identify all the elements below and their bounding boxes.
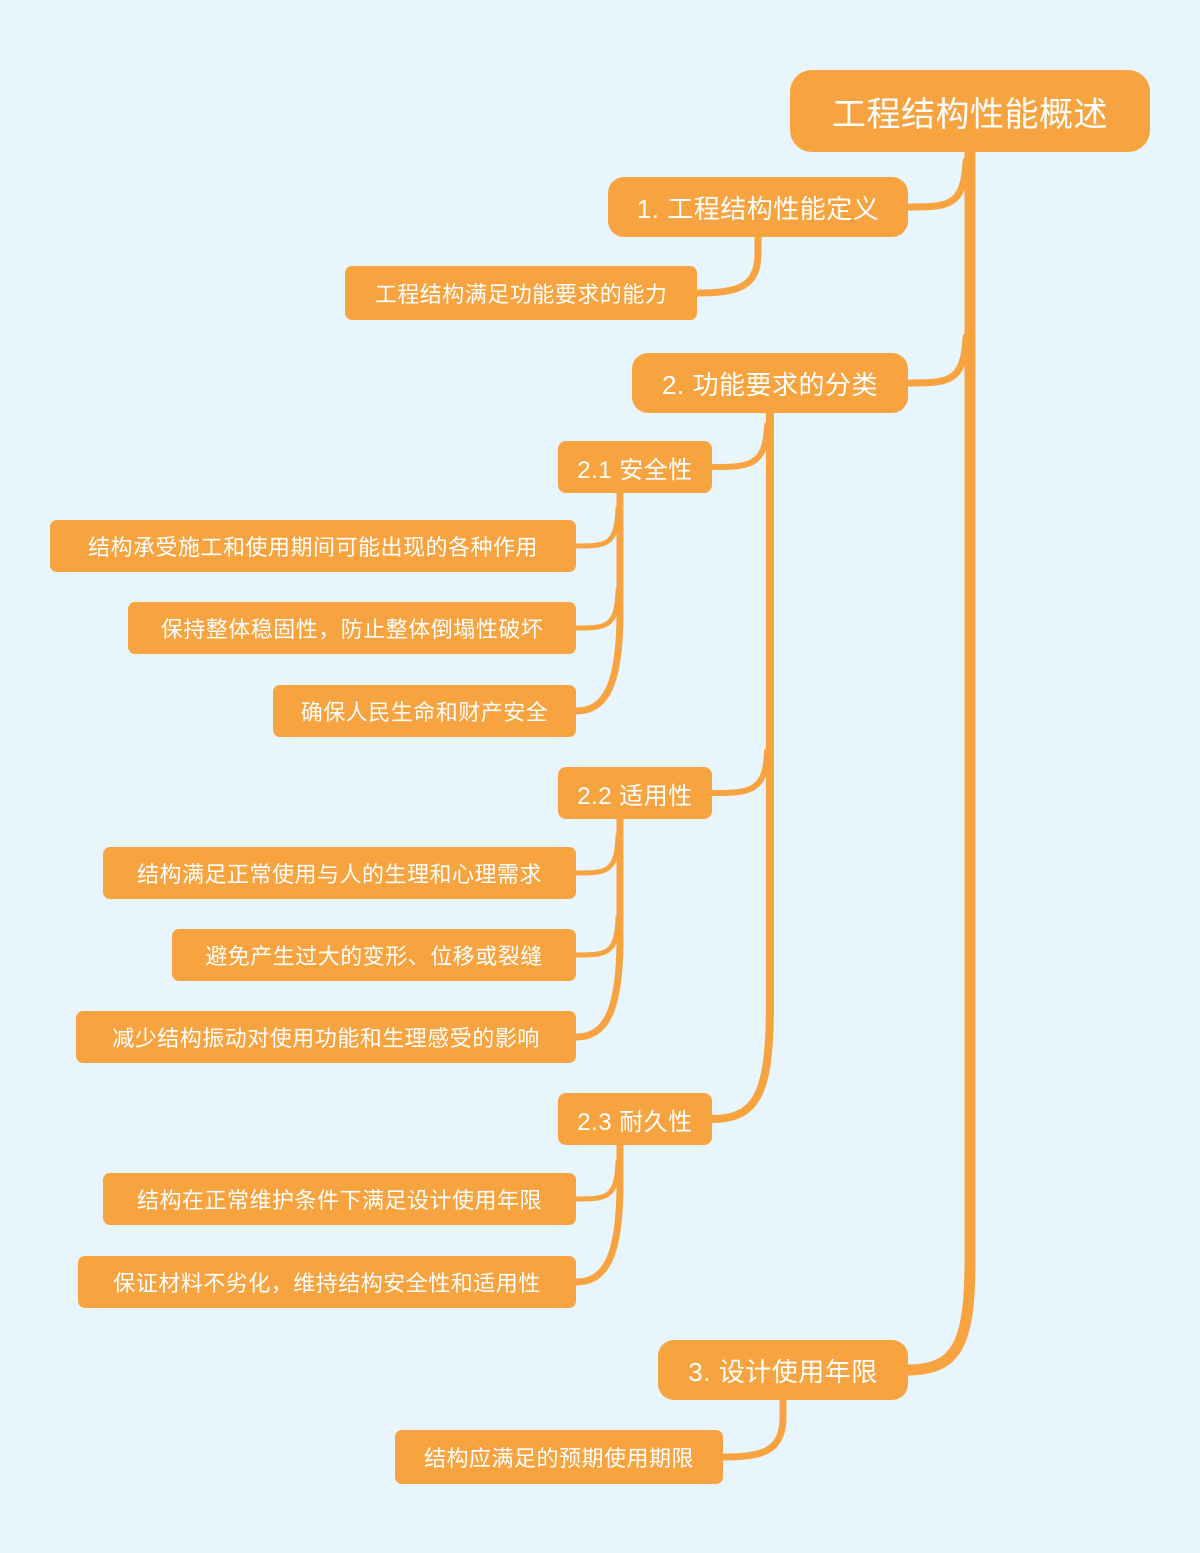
connector-edge — [719, 1396, 787, 1461]
connector-edge — [572, 489, 624, 715]
connector-edge — [572, 1141, 624, 1286]
leaf-结构满足正常使用与人的生理和心理需求[interactable]: 结构满足正常使用与人的生理和心理需求 — [103, 847, 576, 899]
root-node[interactable]: 工程结构性能概述 — [790, 70, 1150, 152]
leaf-结构应满足的预期使用期限[interactable]: 结构应满足的预期使用期限 — [395, 1430, 723, 1484]
connector-edge — [573, 914, 621, 958]
connector-edge — [693, 233, 762, 297]
leaf-保持整体稳固性-防止整体倒塌性破坏[interactable]: 保持整体稳固性，防止整体倒塌性破坏 — [128, 602, 576, 654]
subbranch-2-3-耐久性[interactable]: 2.3 耐久性 — [558, 1093, 712, 1145]
connector-edge — [573, 1158, 621, 1202]
subbranch-2-1-安全性[interactable]: 2.1 安全性 — [558, 441, 712, 493]
connector-edge — [573, 587, 621, 631]
leaf-结构承受施工和使用期间可能出现的各种作用[interactable]: 结构承受施工和使用期间可能出现的各种作用 — [50, 520, 576, 572]
leaf-保证材料不劣化-维持结构安全性和适用性[interactable]: 保证材料不劣化，维持结构安全性和适用性 — [78, 1256, 576, 1308]
connector-edge — [709, 422, 770, 470]
connector-edge — [904, 157, 970, 211]
branch-2-2-功能要求的分类[interactable]: 2. 功能要求的分类 — [632, 353, 908, 413]
leaf-减少结构振动对使用功能和生理感受的影响[interactable]: 减少结构振动对使用功能和生理感受的影响 — [76, 1011, 576, 1063]
connector-edge — [902, 146, 976, 1376]
branch-3-3-设计使用年限[interactable]: 3. 设计使用年限 — [658, 1340, 908, 1400]
connector-edge — [904, 333, 970, 387]
leaf-确保人民生命和财产安全[interactable]: 确保人民生命和财产安全 — [273, 685, 576, 737]
connector-edge — [709, 748, 770, 796]
leaf-避免产生过大的变形-位移或裂缝[interactable]: 避免产生过大的变形、位移或裂缝 — [172, 929, 576, 981]
leaf-结构在正常维护条件下满足设计使用年限[interactable]: 结构在正常维护条件下满足设计使用年限 — [103, 1173, 576, 1225]
connector-edge — [573, 832, 621, 876]
connector-edge — [708, 409, 774, 1123]
connector-edge — [573, 505, 621, 549]
leaf-工程结构满足功能要求的能力[interactable]: 工程结构满足功能要求的能力 — [345, 266, 697, 320]
branch-1-1-工程结构性能定义[interactable]: 1. 工程结构性能定义 — [608, 177, 908, 237]
connector-edge — [572, 815, 624, 1041]
subbranch-2-2-适用性[interactable]: 2.2 适用性 — [558, 767, 712, 819]
